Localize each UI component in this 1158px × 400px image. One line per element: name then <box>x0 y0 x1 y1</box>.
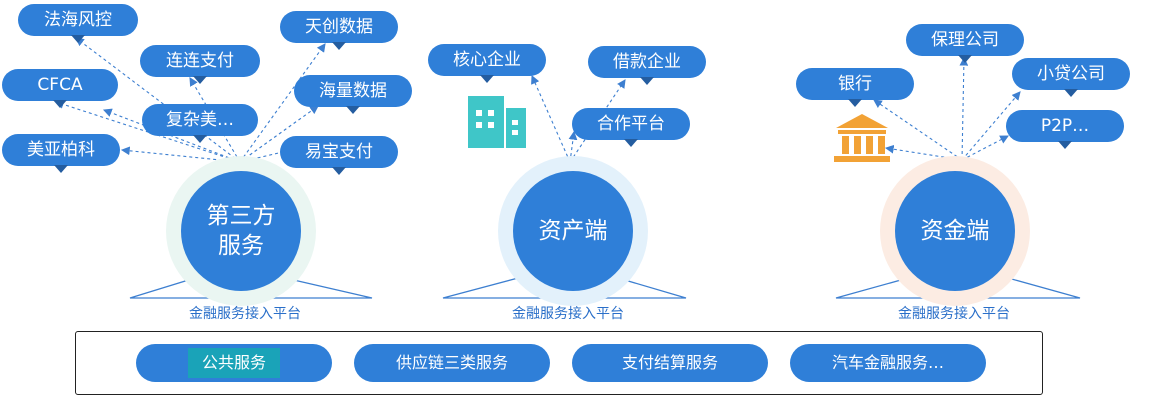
partner-bank: 银行 <box>796 68 914 107</box>
partner-meiya-pico: 美亚柏科 <box>2 134 120 173</box>
hub-funding-label: 资金端 <box>895 171 1015 291</box>
hub-asset-label: 资产端 <box>513 171 633 291</box>
bank-icon <box>834 114 890 162</box>
partner-factoring-company: 保理公司 <box>906 24 1024 63</box>
platform-label-asset: 金融服务接入平台 <box>512 306 624 322</box>
hub-asset: 资产端 <box>498 156 648 306</box>
platform-label-third-party: 金融服务接入平台 <box>189 306 301 322</box>
partner-microloan-company: 小贷公司 <box>1012 58 1130 97</box>
partner-p2p: P2P… <box>1006 110 1124 149</box>
partner-core-enterprise: 核心企业 <box>428 44 546 83</box>
partner-cfca: CFCA <box>2 69 118 108</box>
partner-cooperation-platform: 合作平台 <box>572 108 690 147</box>
building-icon <box>468 96 526 148</box>
service-supply-chain: 供应链三类服务 <box>354 344 550 382</box>
hub-third-party: 第三方 服务 <box>166 156 316 306</box>
service-auto-finance: 汽车金融服务… <box>790 344 986 382</box>
partner-borrowing-enterprise: 借款企业 <box>588 46 706 85</box>
partner-lianlian-pay: 连连支付 <box>140 45 260 84</box>
services-container <box>75 331 1043 395</box>
service-public: 公共服务 <box>136 344 332 382</box>
hub-third-party-label: 第三方 服务 <box>181 171 301 291</box>
service-payment-settlement: 支付结算服务 <box>572 344 768 382</box>
partner-fahai-risk: 法海风控 <box>18 4 138 43</box>
partner-yeepay: 易宝支付 <box>280 136 398 175</box>
partner-tianchuang-data: 天创数据 <box>280 11 398 50</box>
service-public-label: 公共服务 <box>187 348 280 378</box>
platform-label-funding: 金融服务接入平台 <box>898 306 1010 322</box>
partner-hailiang-data: 海量数据 <box>294 75 412 114</box>
partner-fuzamei: 复杂美… <box>142 104 258 143</box>
hub-funding: 资金端 <box>880 156 1030 306</box>
